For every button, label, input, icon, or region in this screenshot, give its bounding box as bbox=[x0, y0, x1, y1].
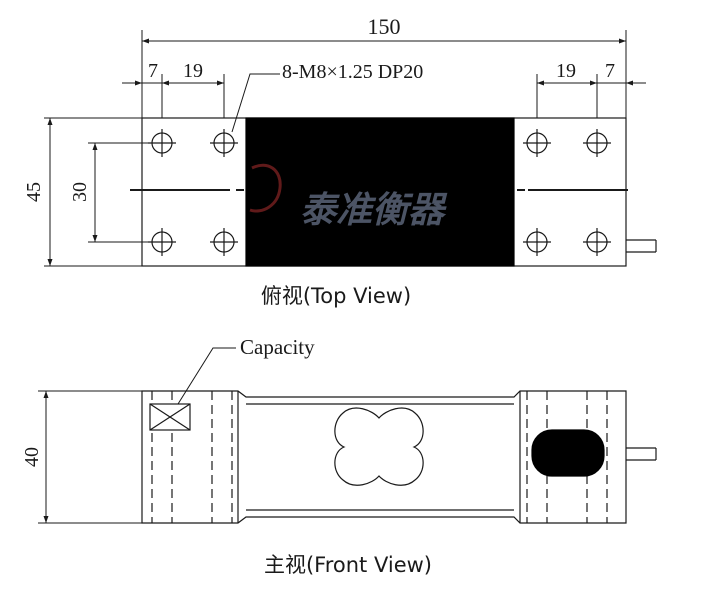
capacity-box bbox=[149, 403, 191, 431]
top-center-block bbox=[245, 117, 515, 267]
cable-gland bbox=[531, 429, 605, 477]
dim-7-right-label: 7 bbox=[605, 60, 615, 82]
top-dimensions bbox=[44, 30, 646, 267]
front-view bbox=[141, 390, 657, 524]
center-bone-hole bbox=[334, 407, 424, 486]
dim-30-label: 30 bbox=[69, 182, 91, 202]
hole-tr2 bbox=[583, 129, 611, 157]
top-dim-labels: 150 7 19 8-M8×1.25 DP20 19 7 45 30 俯视(To… bbox=[23, 14, 615, 308]
front-labels: 40 Capacity 主视(Front View) bbox=[21, 335, 432, 577]
top-view-caption: 俯视(Top View) bbox=[261, 284, 411, 308]
dim-19-right-label: 19 bbox=[556, 60, 576, 82]
hole-tr1 bbox=[523, 129, 551, 157]
dim-19-left-label: 19 bbox=[183, 60, 203, 82]
front-hidden-right bbox=[526, 391, 608, 523]
hole-bl2 bbox=[210, 228, 238, 256]
hole-br2 bbox=[583, 228, 611, 256]
front-view-caption: 主视(Front View) bbox=[264, 553, 432, 577]
thread-callout: 8-M8×1.25 DP20 bbox=[282, 61, 423, 83]
dim-40-label: 40 bbox=[21, 447, 43, 467]
watermark: 泰准衡器 bbox=[249, 163, 448, 231]
top-view bbox=[130, 117, 657, 267]
thread-leader bbox=[231, 73, 280, 133]
hole-tl2 bbox=[210, 129, 238, 157]
dim-150-label: 150 bbox=[368, 14, 401, 39]
dim-45-label: 45 bbox=[23, 182, 45, 202]
watermark-text: 泰准衡器 bbox=[300, 190, 448, 231]
watermark-swoosh bbox=[249, 163, 282, 213]
dim-7-left-label: 7 bbox=[148, 60, 158, 82]
hole-br1 bbox=[523, 228, 551, 256]
front-dimensions bbox=[38, 347, 236, 524]
capacity-leader bbox=[177, 347, 236, 405]
capacity-label: Capacity bbox=[240, 335, 315, 359]
